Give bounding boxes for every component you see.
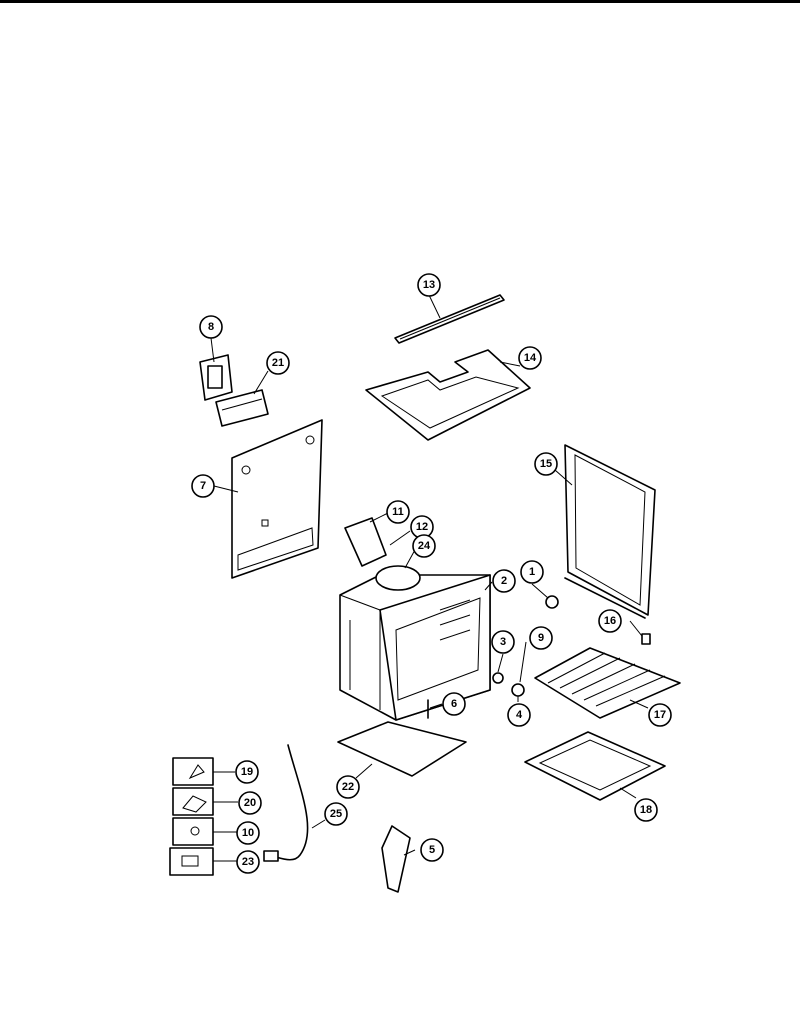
svg-text:6: 6 [451, 698, 457, 710]
callout-20: 20 [238, 791, 262, 815]
callout-17: 17 [648, 703, 672, 727]
svg-text:9: 9 [538, 632, 544, 644]
svg-text:23: 23 [242, 856, 254, 868]
callout-15: 15 [534, 452, 558, 476]
part-14-top-panel [365, 349, 531, 441]
part-1-small-knob [545, 595, 559, 609]
part-3-small-knob [492, 672, 504, 684]
svg-text:19: 19 [241, 766, 253, 778]
svg-text:14: 14 [524, 352, 537, 364]
part-17-oven-rack [534, 647, 681, 719]
svg-text:3: 3 [500, 636, 506, 648]
svg-text:21: 21 [272, 357, 284, 369]
callout-23: 23 [236, 850, 260, 874]
callout-3: 3 [491, 630, 515, 654]
part-11-vent-duct [344, 517, 387, 567]
svg-text:20: 20 [244, 797, 256, 809]
callout-9: 9 [529, 626, 553, 650]
oven-body-part-2 [339, 574, 491, 721]
callout-10: 10 [236, 821, 260, 845]
part-23-box [169, 847, 214, 876]
part-4-small-plug [511, 683, 525, 697]
callout-25: 25 [324, 802, 348, 826]
callout-19: 19 [235, 760, 259, 784]
svg-text:2: 2 [501, 575, 507, 587]
part-24-burner-box [375, 565, 421, 591]
callout-13: 13 [417, 273, 441, 297]
callout-18: 18 [634, 798, 658, 822]
svg-text:11: 11 [392, 506, 404, 518]
callout-22: 22 [336, 775, 360, 799]
part-5-hinge [381, 825, 411, 893]
part-22-bottom-panel [337, 721, 467, 777]
callout-2: 2 [492, 569, 516, 593]
svg-text:7: 7 [200, 480, 206, 492]
svg-text:12: 12 [416, 521, 428, 533]
part-21-small-panel [215, 389, 269, 427]
part-10-box [172, 817, 214, 846]
svg-text:1: 1 [529, 566, 535, 578]
svg-text:17: 17 [654, 709, 666, 721]
svg-text:13: 13 [423, 279, 435, 291]
part-25-power-cord [263, 744, 309, 862]
callout-21: 21 [266, 351, 290, 375]
callout-11: 11 [386, 500, 410, 524]
callout-5: 5 [420, 838, 444, 862]
callout-24: 24 [412, 534, 436, 558]
svg-text:24: 24 [418, 540, 431, 552]
callout-1: 1 [520, 560, 544, 584]
callout-8: 8 [199, 315, 223, 339]
svg-text:8: 8 [208, 321, 214, 333]
svg-text:16: 16 [604, 615, 616, 627]
svg-text:10: 10 [242, 827, 254, 839]
callout-7: 7 [191, 474, 215, 498]
part-13-trim-strip [394, 294, 505, 344]
part-15-side-panel [564, 444, 656, 619]
svg-text:22: 22 [342, 781, 354, 793]
svg-text:18: 18 [640, 804, 652, 816]
callout-6: 6 [442, 692, 466, 716]
part-7-back-panel [231, 419, 323, 579]
part-8-bracket [199, 354, 233, 401]
svg-text:4: 4 [516, 709, 523, 721]
part-19-box [172, 757, 214, 786]
part-16-clip [641, 633, 651, 645]
callout-4: 4 [507, 703, 531, 727]
svg-text:25: 25 [330, 808, 342, 820]
callout-14: 14 [518, 346, 542, 370]
svg-text:5: 5 [429, 844, 435, 856]
part-18-broiler-pan [524, 731, 666, 801]
page-top-border [0, 0, 800, 3]
callout-16: 16 [598, 609, 622, 633]
svg-text:15: 15 [540, 458, 552, 470]
part-20-box [172, 787, 214, 816]
